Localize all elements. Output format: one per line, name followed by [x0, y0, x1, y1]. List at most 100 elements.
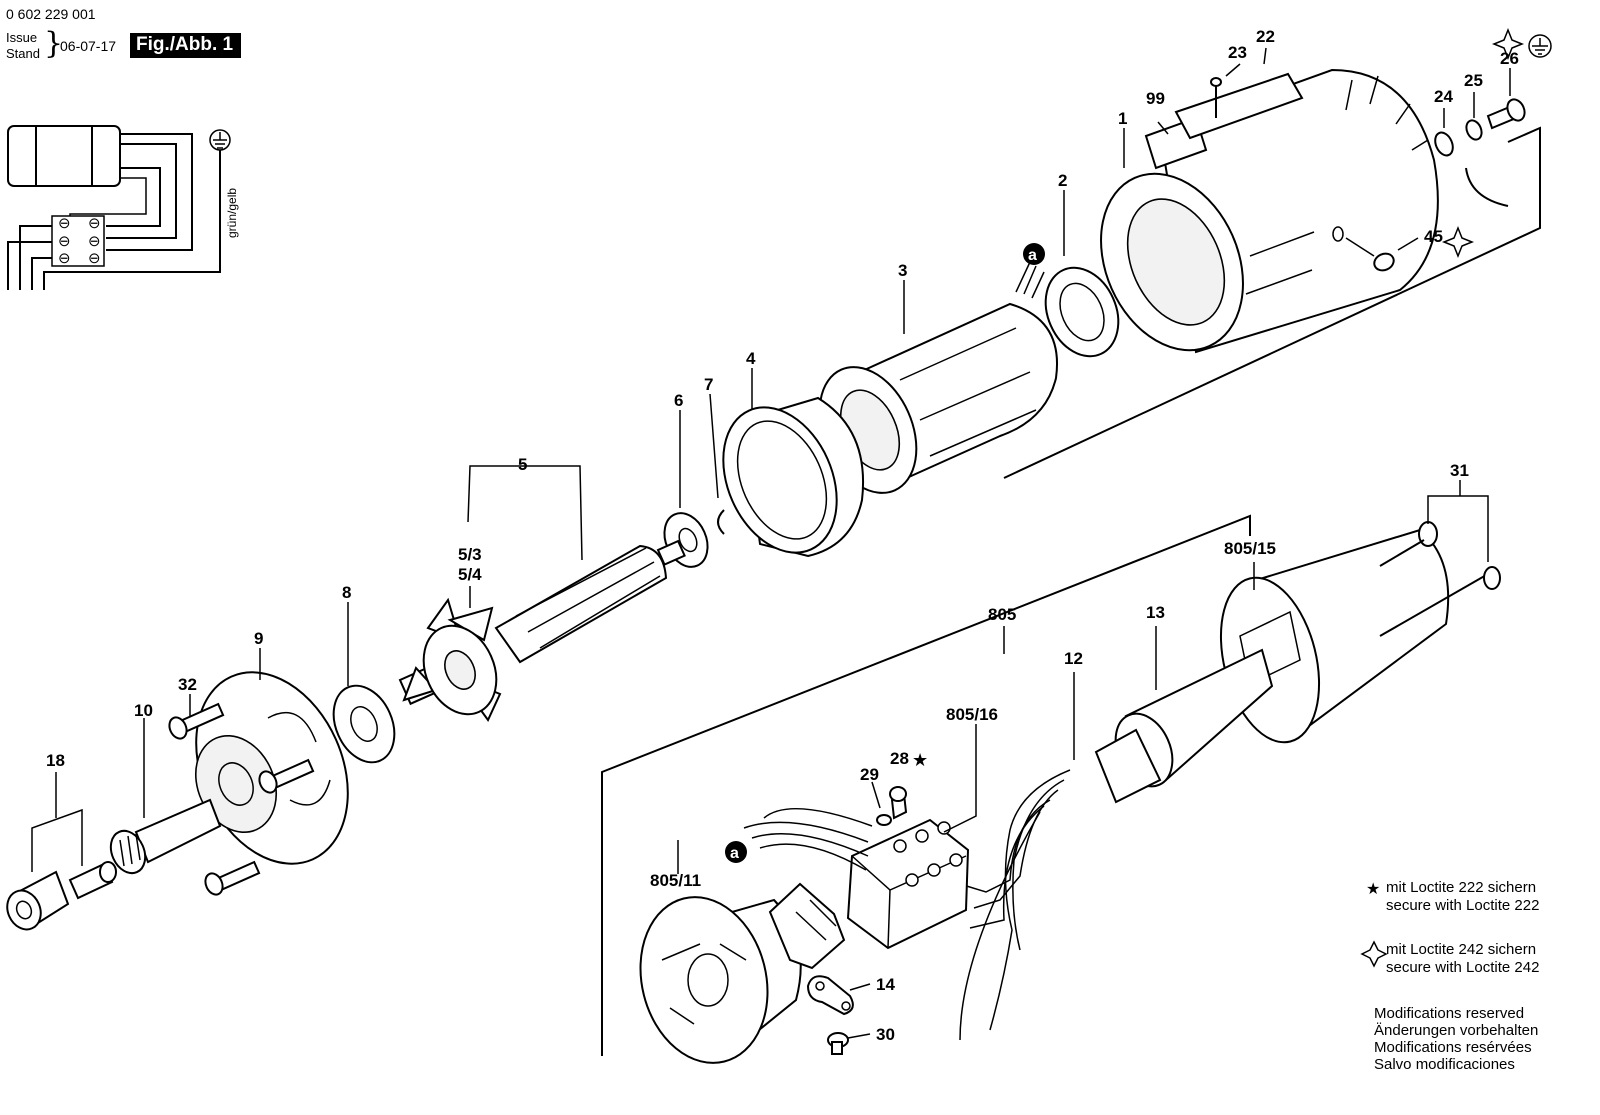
callout-805-11: 805/11	[650, 871, 701, 890]
cable-part-12	[959, 728, 1162, 1041]
leader-lines	[31, 47, 1511, 1039]
grub-screw-part-45	[1345, 237, 1395, 272]
star-icon: ★	[912, 750, 928, 770]
svg-text:⊖: ⊖	[58, 215, 71, 232]
callout-4: 4	[746, 349, 756, 368]
callout-805-16: 805/16	[946, 705, 998, 724]
screw-part-32c	[204, 860, 261, 896]
collet-part-18	[68, 861, 117, 900]
svg-text:⊖: ⊖	[88, 233, 101, 250]
note-mod-en: Modifications reserved	[1374, 1005, 1524, 1022]
terminal-block-part-805-16	[846, 818, 970, 950]
star-icon: ★	[1366, 881, 1380, 898]
callout-5-3: 5/3	[458, 545, 482, 564]
loctite-star-outline-icon	[1360, 940, 1388, 968]
ground-lead-wire	[1465, 167, 1509, 207]
cable-clamp-part-14	[806, 975, 854, 1016]
callout-14: 14	[876, 975, 895, 994]
callout-805-15: 805/15	[1224, 539, 1276, 558]
callout-24: 24	[1434, 87, 1453, 106]
callout-2: 2	[1058, 171, 1067, 190]
callout-9: 9	[254, 629, 263, 648]
callout-7: 7	[704, 375, 713, 394]
collet-nut-part-18	[6, 870, 70, 931]
callout-18: 18	[46, 751, 65, 770]
callout-26: 26	[1500, 49, 1519, 68]
screw-part-28	[889, 786, 908, 820]
wire-ref-a-bottom: a	[730, 845, 739, 862]
callout-5-4: 5/4	[458, 565, 482, 584]
washer-part-24	[1434, 131, 1454, 157]
stand-label: Stand	[6, 46, 40, 61]
issue-date: 06-07-17	[60, 38, 117, 54]
loctite-star-outline-icon	[1441, 225, 1475, 259]
switch-module	[768, 882, 846, 970]
note-mod-de: Änderungen vorbehalten	[1374, 1022, 1538, 1039]
flange-part-9	[194, 671, 349, 865]
note-mod-fr: Modifications resérvées	[1374, 1039, 1532, 1056]
armature-part-5	[398, 539, 686, 722]
wires-a	[743, 807, 873, 871]
note-loctite222-en: secure with Loctite 222	[1386, 897, 1539, 914]
screw-part-30	[827, 1032, 849, 1055]
callout-13: 13	[1146, 603, 1165, 622]
callout-labels: 1 2 3 4 5 5/3 5/4 6 7 8 9 10 12 13 14 18…	[46, 27, 1519, 1044]
callout-3: 3	[898, 261, 907, 280]
callout-25: 25	[1464, 71, 1483, 90]
ground-icon	[1528, 34, 1552, 58]
handle-shell-part-805-15	[1219, 528, 1450, 744]
svg-text:⊖: ⊖	[58, 233, 71, 250]
screw-part-32b	[258, 758, 315, 794]
wire-ref-marker-bottom: a	[725, 841, 747, 863]
wiring-schematic: ⊖⊖ ⊖⊖ ⊖⊖ grün/gelb	[7, 125, 239, 290]
rivet-part-23	[1210, 77, 1222, 118]
callout-22: 22	[1256, 27, 1275, 46]
callout-32: 32	[178, 675, 197, 694]
nameplate-part-22	[1174, 72, 1304, 140]
svg-text:⊖: ⊖	[88, 215, 101, 232]
brace-glyph: }	[44, 26, 64, 61]
issue-stand-labels: Issue Stand	[6, 30, 40, 62]
housing-group-bracket	[1003, 126, 1541, 479]
callout-8: 8	[342, 583, 351, 602]
sleeve-part-4	[722, 396, 864, 558]
note-loctite222-de: mit Loctite 222 sichern	[1386, 879, 1536, 896]
callout-28: 28	[890, 749, 909, 768]
handle-group-bracket	[601, 514, 1251, 1056]
svg-text:⊖: ⊖	[58, 250, 71, 267]
ground-wire-label: grün/gelb	[225, 188, 239, 238]
callout-99: 99	[1146, 89, 1165, 108]
callout-6: 6	[674, 391, 683, 410]
ground-icon	[209, 129, 231, 151]
callout-29: 29	[860, 765, 879, 784]
callout-30: 30	[876, 1025, 895, 1044]
note-mod-es: Salvo modificaciones	[1374, 1056, 1515, 1073]
callout-31: 31	[1450, 461, 1469, 480]
terminal-block-symbols: ⊖⊖ ⊖⊖ ⊖⊖	[58, 215, 101, 267]
wire-ref-marker-top: a	[1023, 243, 1045, 265]
notes-block: ★ mit Loctite 222 sichern secure with Lo…	[1360, 879, 1539, 1073]
motor-housing-part-1	[1100, 68, 1439, 354]
svg-text:⊖: ⊖	[88, 250, 101, 267]
figure-label: Fig./Abb. 1	[130, 33, 242, 58]
callout-12: 12	[1064, 649, 1083, 668]
screw-part-26	[1486, 98, 1526, 130]
callout-1: 1	[1118, 109, 1127, 128]
bearing-part-8	[332, 684, 396, 764]
callout-805: 805	[988, 605, 1016, 624]
callout-10: 10	[134, 701, 153, 720]
callout-45: 45	[1424, 227, 1443, 246]
loctite-star-outline-icon	[1491, 27, 1525, 61]
end-cap-part-805-11	[639, 896, 802, 1064]
document-number: 0 602 229 001	[6, 6, 96, 22]
washer-part-29	[876, 814, 892, 826]
issue-label: Issue	[6, 30, 38, 45]
note-loctite242-de: mit Loctite 242 sichern	[1386, 941, 1536, 958]
ring-part-2	[1044, 266, 1120, 358]
screw-part-32	[168, 702, 225, 740]
circlip-part-7	[717, 509, 725, 535]
washer-part-25	[1465, 119, 1483, 141]
note-loctite242-en: secure with Loctite 242	[1386, 959, 1539, 976]
